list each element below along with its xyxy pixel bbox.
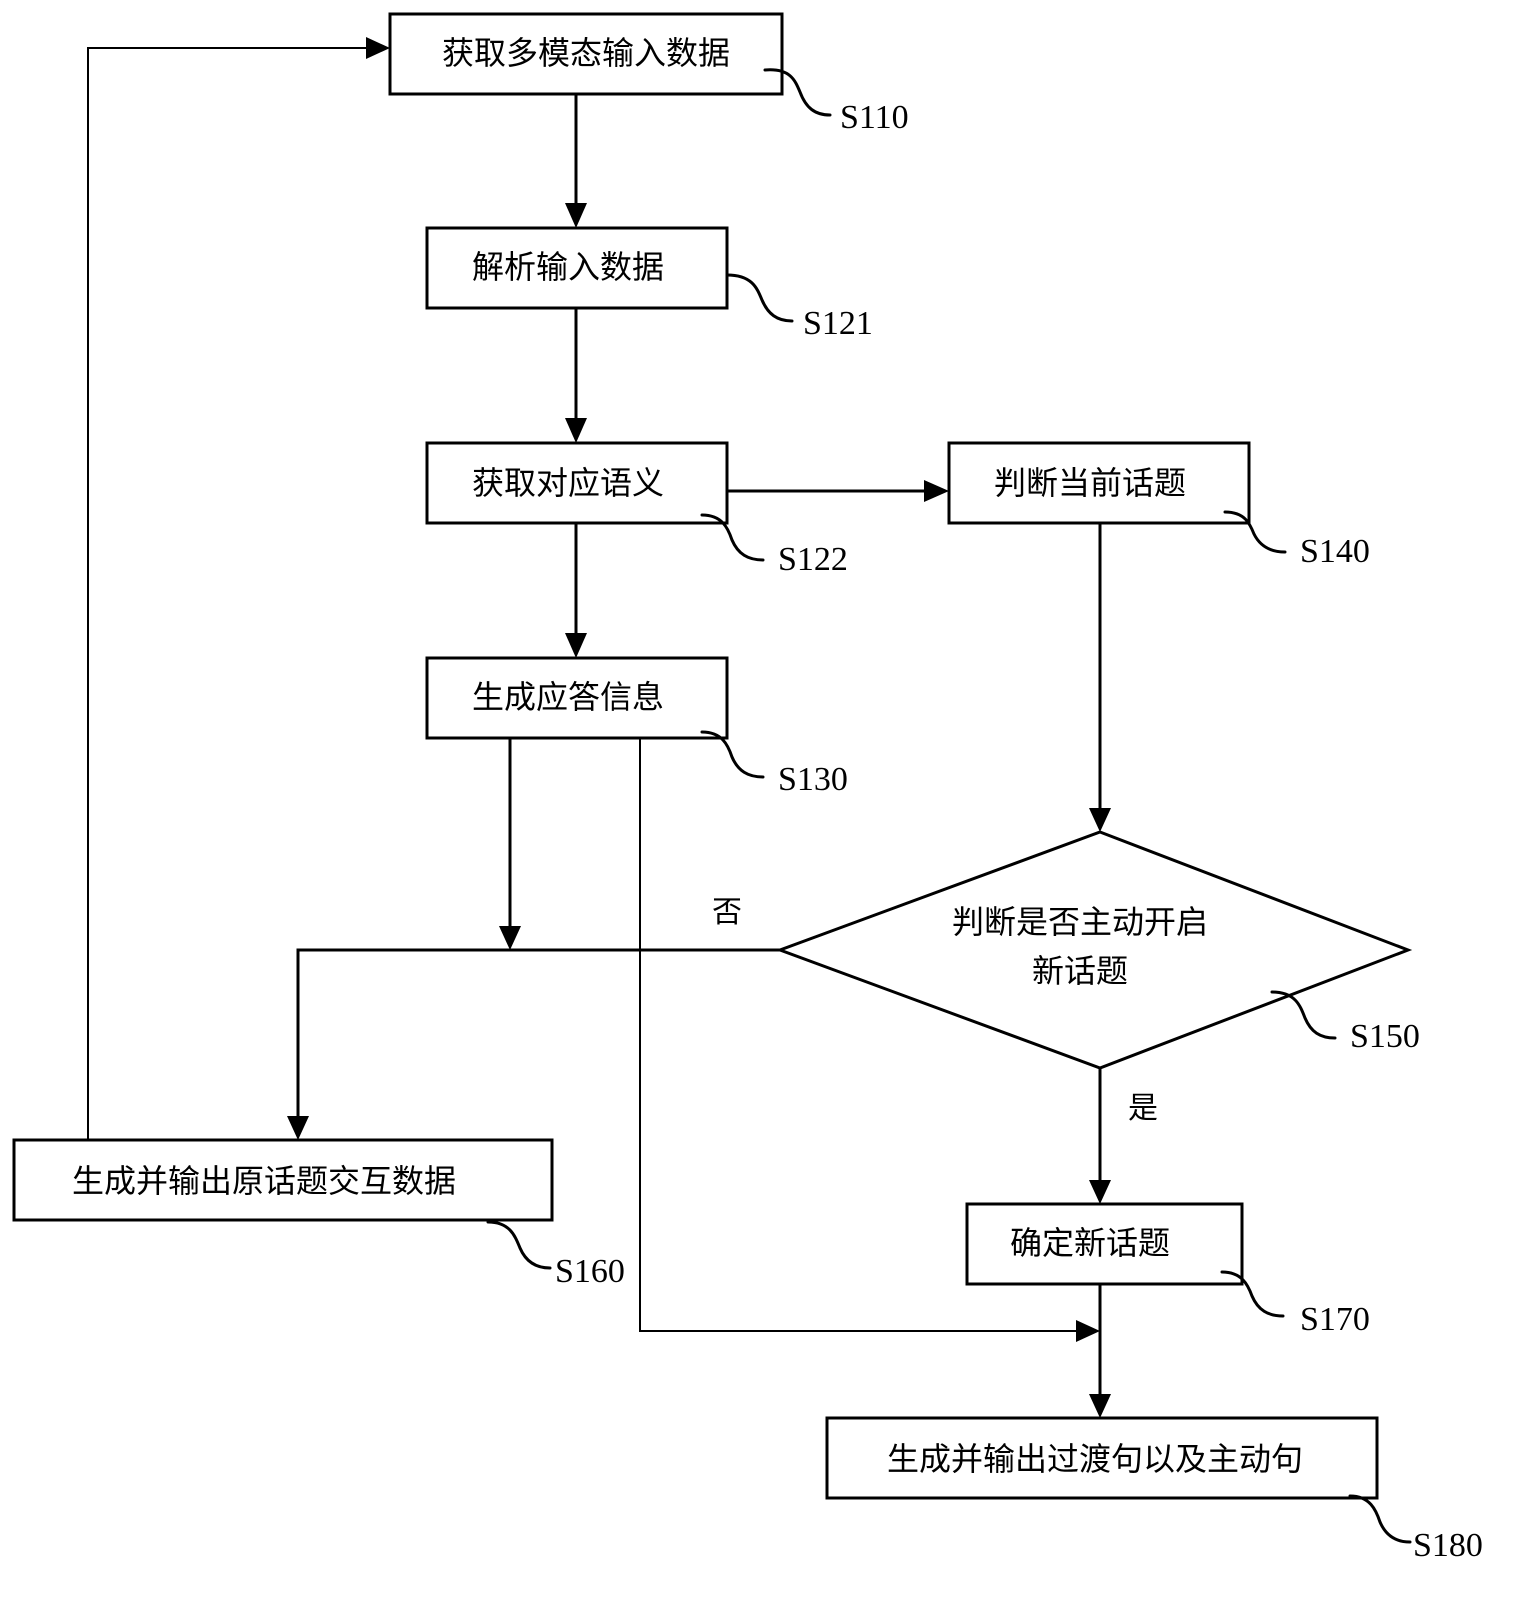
arrowhead (565, 418, 587, 443)
arrowhead (1089, 1180, 1111, 1204)
step-id-s130: S130 (778, 761, 848, 798)
step-id-s110: S110 (840, 99, 909, 136)
step-leader-s170 (1220, 1270, 1285, 1318)
arrowhead (287, 1116, 309, 1140)
node-s130-box (425, 656, 729, 740)
step-leader-s110 (763, 68, 832, 117)
node-s110: 获取多模态输入数据 S110 (388, 12, 909, 136)
branch-label-no: 否 (712, 895, 742, 930)
edge-s110-s121 (565, 94, 587, 228)
arrowhead (366, 37, 390, 59)
node-s150-label-line1: 判断是否主动开启 (952, 903, 1208, 941)
node-s110-label: 获取多模态输入数据 (442, 34, 730, 72)
edge-s121-s122 (565, 308, 587, 443)
step-leader-s130 (700, 730, 765, 779)
step-id-s160: S160 (555, 1253, 625, 1290)
edge-s140-s150 (1089, 523, 1111, 832)
step-id-s180: S180 (1413, 1527, 1483, 1564)
node-s150: 判断是否主动开启 新话题 S150 (775, 830, 1420, 1070)
edge-s150-s160-no: 否 (287, 895, 780, 1140)
arrowhead (499, 926, 521, 950)
node-s180-label: 生成并输出过渡句以及主动句 (887, 1440, 1303, 1478)
arrowhead (1076, 1320, 1100, 1342)
arrowhead (1089, 1394, 1111, 1418)
step-leader-s122 (700, 513, 765, 562)
edge-s160-s110 (87, 37, 390, 1140)
node-s160-label: 生成并输出原话题交互数据 (72, 1162, 456, 1200)
edge-s170-s180 (1089, 1284, 1111, 1418)
node-s170-label: 确定新话题 (1010, 1224, 1170, 1262)
arrowhead (924, 480, 949, 502)
node-s140: 判断当前话题 S140 (947, 441, 1370, 570)
step-leader-s121 (725, 273, 794, 323)
edge-s122-s130 (565, 523, 587, 658)
node-s170-box (965, 1202, 1244, 1286)
edge-s122-s140 (727, 480, 949, 502)
step-id-s121: S121 (803, 305, 873, 342)
node-s130: 生成应答信息 S130 (425, 656, 848, 798)
edge-s150-s170-yes: 是 (1089, 1068, 1158, 1204)
edge-s130-s160 (499, 738, 521, 950)
step-leader-s150 (1270, 990, 1337, 1040)
node-s180-box (825, 1416, 1379, 1500)
node-s110-box (388, 12, 784, 96)
arrowhead (1089, 808, 1111, 832)
edge-s130-s180 (639, 738, 1100, 1342)
step-leader-s160 (486, 1220, 552, 1270)
node-s121-box (425, 226, 729, 310)
node-s121-label: 解析输入数据 (472, 248, 664, 286)
arrowhead (565, 633, 587, 658)
node-s121: 解析输入数据 S121 (425, 226, 873, 342)
step-id-s122: S122 (778, 541, 848, 578)
step-id-s140: S140 (1300, 533, 1370, 570)
node-s170: 确定新话题 S170 (965, 1202, 1370, 1338)
node-s122-label: 获取对应语义 (472, 464, 664, 502)
branch-label-yes: 是 (1128, 1091, 1158, 1126)
node-s160-box (12, 1138, 554, 1222)
node-s180: 生成并输出过渡句以及主动句 S180 (825, 1416, 1483, 1564)
step-leader-s140 (1223, 510, 1287, 554)
node-s122: 获取对应语义 S122 (425, 441, 848, 578)
arrowhead (565, 203, 587, 228)
node-s140-box (947, 441, 1251, 525)
step-id-s150: S150 (1350, 1018, 1420, 1055)
node-s150-label-line2: 新话题 (1032, 952, 1128, 990)
node-s140-label: 判断当前话题 (994, 464, 1186, 502)
step-leader-s180 (1348, 1494, 1412, 1544)
step-id-s170: S170 (1300, 1301, 1370, 1338)
node-s160: 生成并输出原话题交互数据 S160 (12, 1138, 625, 1290)
node-s130-label: 生成应答信息 (472, 678, 664, 716)
